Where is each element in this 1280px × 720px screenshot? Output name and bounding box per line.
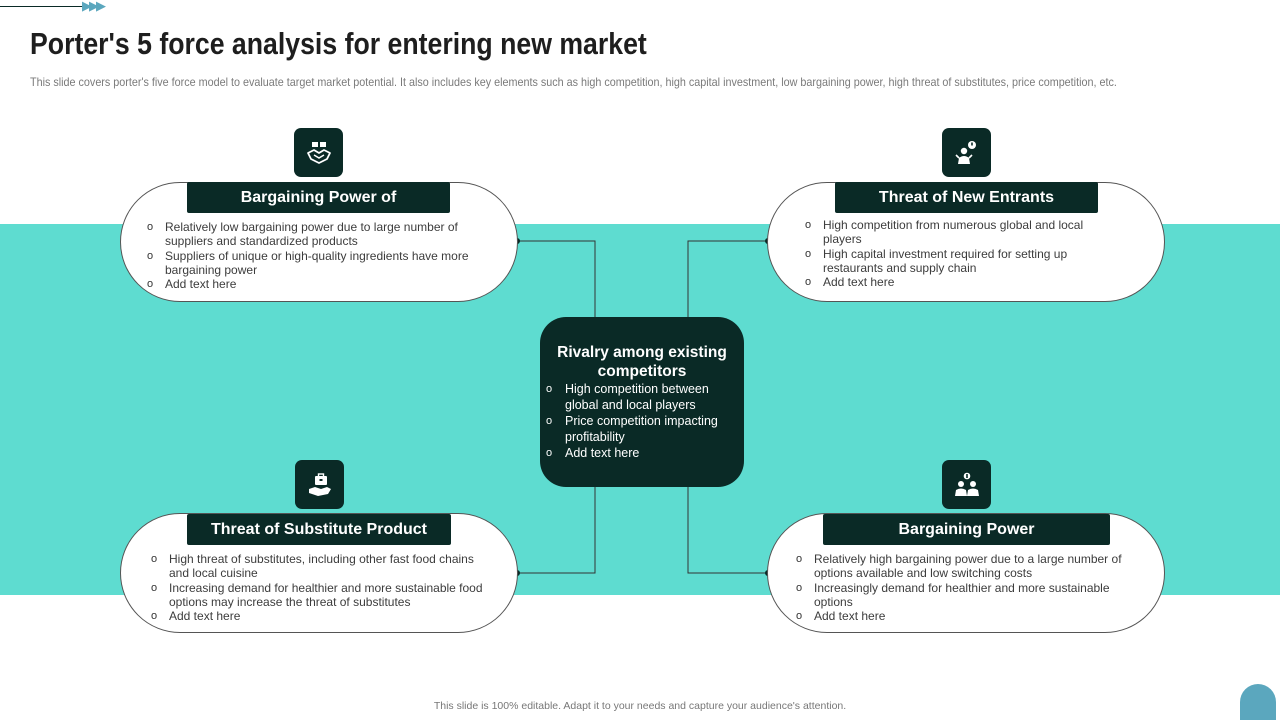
force-bullets-bottom-left: High threat of substitutes, including ot… [151, 552, 496, 624]
list-item: Add text here [546, 445, 738, 461]
force-bullets-top-left: Relatively low bargaining power due to l… [147, 220, 477, 292]
list-item: Relatively low bargaining power due to l… [147, 220, 477, 249]
connector-top-left [517, 240, 596, 318]
list-item: Add text here [147, 277, 477, 292]
page-subtitle: This slide covers porter's five force mo… [30, 76, 1117, 89]
list-item: Add text here [805, 275, 1085, 290]
list-item: Increasing demand for healthier and more… [151, 581, 496, 610]
list-item: Price competition impacting profitabilit… [546, 413, 738, 445]
force-bullets-top-right: High competition from numerous global an… [805, 218, 1085, 290]
person-alert-icon [942, 128, 991, 177]
connector-top-right [687, 240, 768, 318]
connector-bottom-left [517, 486, 596, 574]
list-item: High competition between global and loca… [546, 381, 738, 413]
center-bullets: High competition between global and loca… [546, 381, 738, 461]
footer-note: This slide is 100% editable. Adapt it to… [433, 700, 847, 712]
force-label-bottom-right: Bargaining Power [823, 514, 1110, 545]
list-item: High capital investment required for set… [805, 247, 1085, 276]
list-item: Relatively high bargaining power due to … [796, 552, 1136, 581]
chevron-decoration-icon: ▶▶▶ [82, 0, 106, 14]
list-item: High threat of substitutes, including ot… [151, 552, 496, 581]
center-rivalry-box: Rivalry among existing competitors High … [540, 317, 744, 487]
list-item: Suppliers of unique or high-quality ingr… [147, 249, 477, 278]
handshake-money-icon [294, 128, 343, 177]
page-title: Porter's 5 force analysis for entering n… [30, 26, 647, 61]
list-item: Increasingly demand for healthier and mo… [796, 581, 1136, 610]
force-label-top-left: Bargaining Power of [187, 182, 450, 213]
corner-decoration [1240, 684, 1276, 720]
list-item: Add text here [796, 609, 1136, 624]
hand-briefcase-icon [295, 460, 344, 509]
list-item: Add text here [151, 609, 496, 624]
top-decoration-line [0, 6, 84, 7]
connector-bottom-right [687, 486, 768, 574]
force-label-bottom-left: Threat of Substitute Product [187, 514, 451, 545]
list-item: High competition from numerous global an… [805, 218, 1085, 247]
people-money-icon [942, 460, 991, 509]
force-bullets-bottom-right: Relatively high bargaining power due to … [796, 552, 1136, 624]
force-label-top-right: Threat of New Entrants [835, 182, 1098, 213]
center-title: Rivalry among existing competitors [557, 344, 727, 380]
